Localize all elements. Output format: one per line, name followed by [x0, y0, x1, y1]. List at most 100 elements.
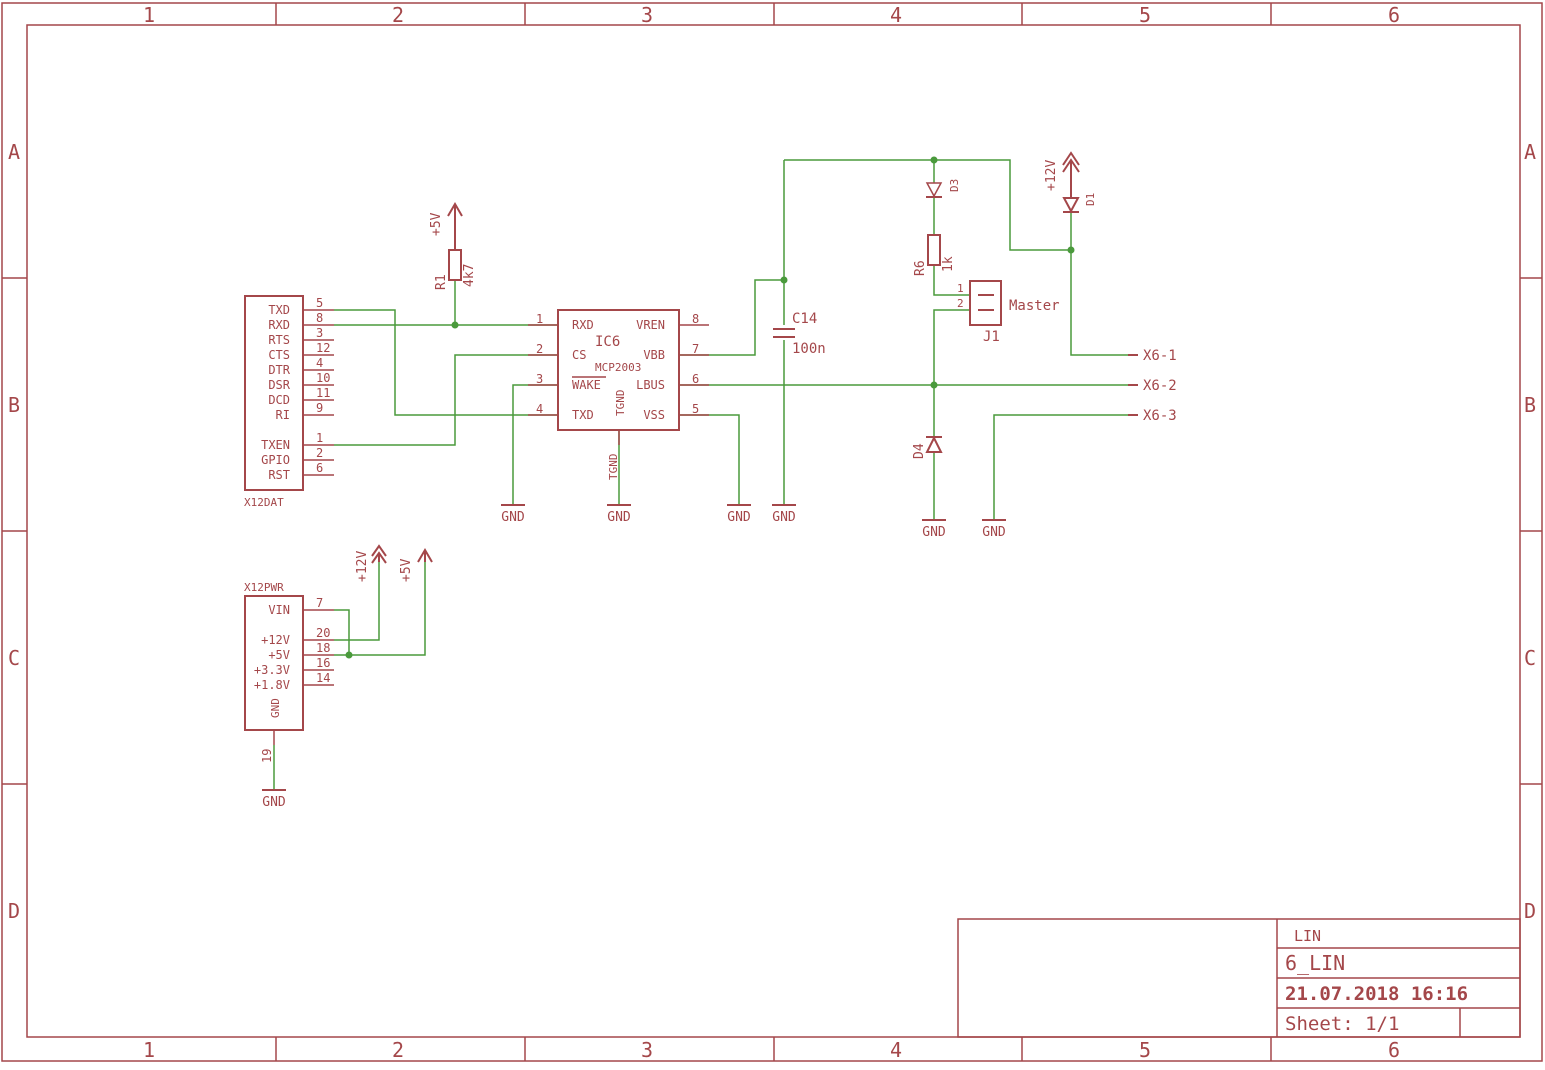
x12dat-pin-number: 9: [316, 401, 323, 415]
x12dat-pin-label: TXD: [268, 303, 290, 317]
r1-supply-label: +5V: [429, 212, 444, 236]
diode-d1: +12V D1: [1044, 151, 1097, 214]
x12pwr-gnd-label: GND: [269, 698, 282, 718]
x12dat-pin-label: TXEN: [261, 438, 290, 452]
row-label: D: [8, 899, 20, 923]
ic6-tgnd-pin-label: TGND: [614, 390, 627, 417]
row-label: C: [1524, 646, 1536, 670]
wires: [273, 159, 1130, 790]
diode-d4: D4: [912, 435, 943, 459]
x12dat-pin-number: 3: [316, 326, 323, 340]
r6-value: 1k: [941, 256, 956, 272]
column-label: 6: [1388, 3, 1400, 27]
x12dat-pin-label: GPIO: [261, 453, 290, 467]
row-label: B: [1524, 393, 1536, 417]
x12pwr-name: X12PWR: [244, 581, 284, 594]
junction-dot: [1067, 246, 1075, 254]
resistor-r1: +5V R1 4k7: [429, 202, 477, 290]
ic6-pin-number: 8: [692, 312, 699, 326]
ic6-pin-number: 1: [536, 312, 543, 326]
j1-pin-number: 2: [957, 297, 964, 310]
column-label: 2: [392, 1038, 404, 1062]
x12dat-pin-number: 12: [316, 341, 330, 355]
x12pwr-pin-label: VIN: [268, 603, 290, 617]
row-label: B: [8, 393, 20, 417]
ic6-pin-label: CS: [572, 348, 586, 362]
d1-name: D1: [1084, 193, 1097, 206]
column-label: 1: [143, 3, 155, 27]
column-label: 2: [392, 3, 404, 27]
j1-pin-number: 1: [957, 282, 964, 295]
ground-label: GND: [501, 510, 525, 525]
ic6-pin-label: WAKE: [572, 378, 601, 392]
ic6-tgnd-net-label: TGND: [607, 454, 620, 481]
ic6-pin-label: LBUS: [636, 378, 665, 392]
supply-5v-x12pwr: +5V: [399, 548, 433, 582]
column-label: 5: [1139, 3, 1151, 27]
frame-row-labels-left: A B C D: [8, 140, 20, 923]
column-label: 6: [1388, 1038, 1400, 1062]
ground-label: GND: [727, 510, 751, 525]
row-label: A: [8, 140, 20, 164]
ic6-mcp2003: IC6 MCP2003 RXD CS WAKE TXD VREN VBB LBU…: [528, 309, 709, 481]
junction-dot: [780, 276, 788, 284]
c14-name: C14: [792, 311, 817, 327]
ic6-pin-number: 5: [692, 402, 699, 416]
ic6-pin-number: 7: [692, 342, 699, 356]
x12dat-pin-number: 6: [316, 461, 323, 475]
r1-value: 4k7: [462, 264, 477, 287]
ground-label: GND: [772, 510, 796, 525]
x12dat-pin-number: 8: [316, 311, 323, 325]
ic6-pin-label: RXD: [572, 318, 594, 332]
x12pwr-connector: X12PWR VIN +12V +5V +3.3V +1.8V 7 20 18 …: [244, 581, 334, 810]
junction-dot: [930, 156, 938, 164]
row-label: C: [8, 646, 20, 670]
r6-name: R6: [913, 260, 928, 276]
x6-terminals: X6-1 X6-2 X6-3: [1128, 348, 1177, 424]
d4-name: D4: [912, 443, 927, 459]
title-block-name: 6_LIN: [1285, 951, 1345, 975]
column-label: 3: [641, 3, 653, 27]
x12pwr-pin-label: +1.8V: [254, 678, 290, 692]
x12dat-pin-label: DTR: [268, 363, 290, 377]
column-label: 3: [641, 1038, 653, 1062]
x12dat-pin-label: RTS: [268, 333, 290, 347]
x12dat-pin-label: RXD: [268, 318, 290, 332]
jumper-j1: 1 2 Master J1: [957, 280, 1060, 345]
capacitor-c14: C14 100n: [773, 311, 826, 357]
column-label: 5: [1139, 1038, 1151, 1062]
ic6-pin-number: 6: [692, 372, 699, 386]
c14-value: 100n: [792, 341, 826, 357]
ground-label: GND: [982, 525, 1006, 540]
ic6-pin-number: 3: [536, 372, 543, 386]
d3-name: D3: [948, 179, 961, 192]
column-label: 4: [890, 1038, 902, 1062]
x12dat-connector: X12DAT TXD RXD RTS CTS DTR DSR DCD RI TX…: [244, 295, 334, 509]
junction-dot: [930, 381, 938, 389]
j1-value: Master: [1009, 298, 1060, 314]
x12dat-pin-label: DSR: [268, 378, 290, 392]
x12pwr-pin-label: +3.3V: [254, 663, 290, 677]
junctions: [345, 156, 1075, 659]
x12pwr-pin-number: 16: [316, 656, 330, 670]
x12dat-pin-number: 1: [316, 431, 323, 445]
x12pwr-pin-number: 14: [316, 671, 330, 685]
ic6-value: MCP2003: [595, 361, 641, 374]
x12dat-pin-label: RI: [276, 408, 290, 422]
x12dat-pin-number: 2: [316, 446, 323, 460]
row-label: A: [1524, 140, 1536, 164]
x12dat-pin-number: 11: [316, 386, 330, 400]
x12pwr-pin-label: +12V: [261, 633, 290, 647]
ic6-name: IC6: [595, 334, 620, 350]
x12pwr-pin-number: 20: [316, 626, 330, 640]
ic6-pin-label: TXD: [572, 408, 594, 422]
frame-row-labels-right: A B C D: [1524, 140, 1536, 923]
x6-pin-label: X6-2: [1143, 378, 1177, 394]
ic6-pin-number: 4: [536, 402, 543, 416]
title-block-sheet: Sheet: 1/1: [1285, 1013, 1399, 1035]
ic6-pin-label: VSS: [643, 408, 665, 422]
x12pwr-pin-number: 7: [316, 596, 323, 610]
